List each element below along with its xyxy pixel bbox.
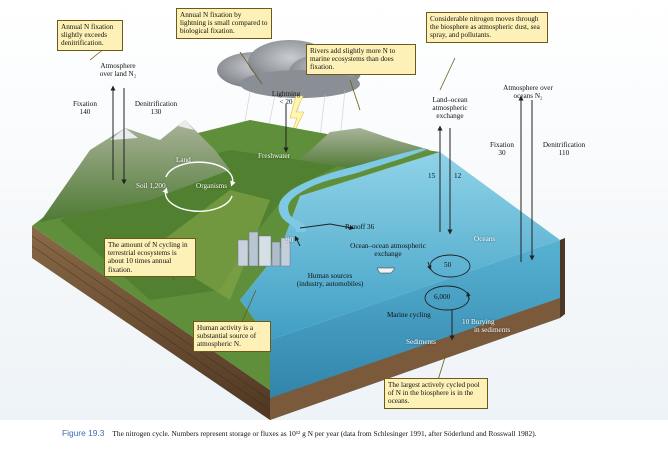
label-value-90: 90 [286, 236, 294, 244]
label-fixation-ocean: Fixation 30 [490, 141, 514, 157]
river [278, 148, 425, 232]
label-oceans: Oceans [474, 235, 496, 243]
sediment-front-face [270, 298, 560, 420]
callout-lightning-small: Annual N fixation by lightning is small … [176, 8, 272, 39]
label-burying: 10 Burying in sediments [462, 318, 511, 334]
label-atmosphere-land: Atmosphere over land N₂ [99, 62, 137, 78]
label-exchange-12: 12 [454, 172, 462, 180]
arrow-human [294, 235, 301, 247]
label-runoff: Runoff 36 [345, 223, 375, 231]
label-marine-50: 50 [444, 261, 452, 269]
label-human-sources: Human sources (industry, automobiles) [296, 272, 364, 288]
soil-strata-lines [31, 235, 271, 411]
arrow-runoff [299, 223, 355, 231]
label-lightning: Lightning < 20 [271, 90, 301, 106]
land-meadow-texture [150, 190, 270, 300]
label-denitrification-ocean: Denitrification 110 [542, 141, 586, 157]
callout-annual-fixation-land: Annual N fixation slightly exceeds denit… [57, 20, 123, 51]
flux-arrows [110, 85, 535, 341]
label-marine-6000: 6,000 [434, 293, 451, 301]
callout-largest-pool: The largest actively cycled pool of N in… [384, 378, 488, 409]
mountains [40, 120, 430, 222]
label-exchange-15: 15 [428, 172, 436, 180]
figure-number: Figure 19.3 [62, 428, 105, 438]
ship-icon [376, 267, 396, 274]
label-freshwater: Freshwater [258, 152, 290, 160]
label-atmosphere-ocean: Atmosphere over oceans N₂ [503, 84, 553, 100]
label-marine-cycling: Marine cycling [387, 311, 431, 319]
figure-caption: Figure 19.3 The nitrogen cycle. Numbers r… [62, 428, 537, 438]
caption-text: The nitrogen cycle. Numbers represent st… [112, 429, 537, 438]
callout-amount-cycling: The amount of N cycling in terrestrial e… [104, 238, 196, 277]
label-land: Land [176, 156, 191, 164]
label-fixation-land: Fixation 140 [73, 100, 97, 116]
marine-cycle-50 [427, 254, 471, 278]
callout-considerable-moves: Considerable nitrogen moves through the … [426, 12, 548, 43]
label-sediments: Sediments [406, 338, 436, 346]
marine-cycle-6000 [424, 285, 471, 311]
callout-rivers-add: Rivers add slightly more N to marine eco… [306, 44, 416, 75]
soil-front-face [32, 226, 270, 420]
sediment-right-face [560, 238, 565, 318]
soil-organism-cycle [162, 161, 236, 212]
callout-human-activity: Human activity is a substantial source o… [193, 321, 271, 352]
label-denitrification-land: Denitrification 130 [134, 100, 178, 116]
label-ocean-ocean-exchange: Ocean–ocean atmospheric exchange [350, 242, 426, 258]
label-land-ocean-exchange: Land–ocean atmospheric exchange [432, 96, 468, 120]
label-organisms: Organisms [196, 182, 228, 190]
label-soil: Soil 1,200 [136, 182, 166, 190]
ocean-surface [240, 152, 560, 340]
city [237, 231, 291, 267]
